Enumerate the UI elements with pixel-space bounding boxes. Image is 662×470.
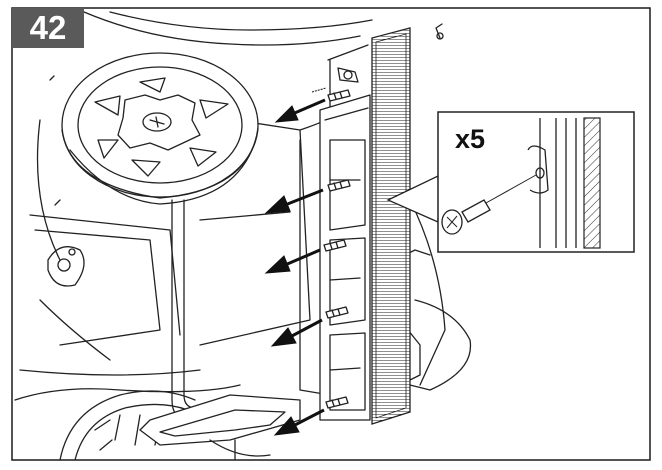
removal-arrows <box>264 87 327 436</box>
bolt-icon <box>441 199 491 235</box>
side-rail <box>371 27 411 425</box>
quantity-label: x5 <box>455 124 486 154</box>
rear-wheel <box>59 390 301 461</box>
screw <box>325 306 349 319</box>
deck-side <box>404 23 472 391</box>
detail-callout <box>437 111 635 253</box>
arrow-icon <box>274 87 327 123</box>
screw <box>323 239 347 252</box>
screw-row <box>323 89 351 409</box>
wheel <box>61 52 259 205</box>
arrow-icon <box>270 318 323 347</box>
screw <box>327 179 351 192</box>
step-number-badge: 42 <box>12 8 84 48</box>
arrow-icon <box>264 188 324 214</box>
arrow-icon <box>264 248 321 274</box>
screw <box>325 396 349 409</box>
arrow-icon <box>273 408 325 436</box>
screw <box>327 89 351 102</box>
mounting-frame <box>319 67 371 421</box>
illustration-frame <box>11 7 651 461</box>
